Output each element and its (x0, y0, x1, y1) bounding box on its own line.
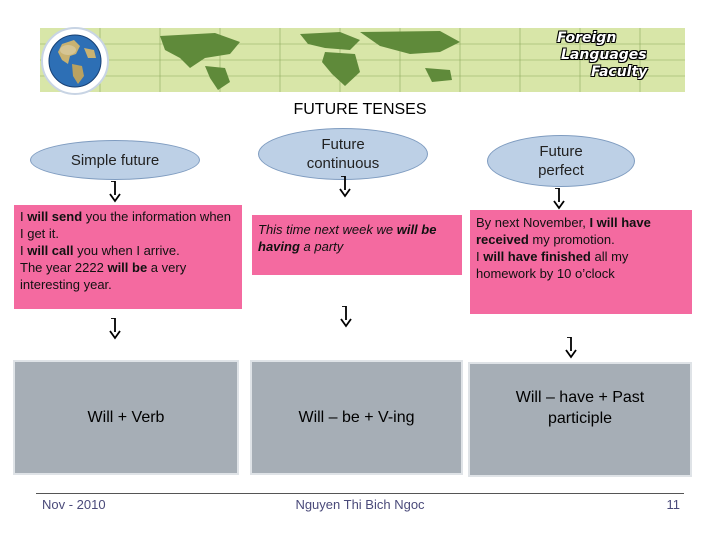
brand-line-1: Foreign (557, 30, 617, 46)
example-text: you when I arrive. (73, 243, 180, 258)
verb-phrase: I will have received (476, 215, 651, 247)
footer-page-number: 11 (666, 497, 681, 512)
verb-phrase: will call (27, 243, 74, 258)
globe-icon (41, 27, 109, 95)
faculty-logo-text: Foreign Languages Faculty (535, 30, 665, 81)
footer-divider (36, 493, 684, 494)
down-arrow-icon (553, 188, 565, 210)
example-text: By next November, (476, 215, 590, 230)
down-arrow-icon (340, 306, 352, 328)
header-banner: Foreign Languages Faculty (40, 28, 685, 92)
verb-phrase: will have finished (483, 249, 591, 264)
formula-text: Will – be + V-ing (298, 409, 415, 426)
down-arrow-icon (109, 318, 121, 340)
example-text: my promotion. (528, 232, 615, 247)
future-continuous-examples: This time next week we will be having a … (252, 215, 462, 275)
formula-text-line1: Will – have + Past (515, 388, 645, 406)
example-text: a very interesting year. (20, 260, 187, 292)
down-arrow-icon (109, 181, 121, 203)
footer-date: Nov - 2010 (42, 497, 106, 512)
simple-future-oval: Simple future (30, 140, 200, 180)
example-text: This time next week we (258, 222, 397, 237)
brand-line-2: Languages (561, 47, 647, 63)
simple-future-examples: I will send you the information when I g… (14, 205, 242, 309)
formula-text-line2: participle (547, 409, 613, 427)
verb-phrase: will be (107, 260, 148, 275)
example-text: I (20, 243, 28, 258)
future-perfect-oval: Future perfect (487, 135, 635, 187)
future-perfect-examples: By next November, I will have received m… (470, 210, 692, 314)
example-text: I (20, 209, 28, 224)
example-text: The year 2222 (20, 260, 108, 275)
footer-author: Nguyen Thi Bich Ngoc (295, 497, 425, 512)
world-map-image (40, 28, 685, 92)
brand-line-3: Faculty (591, 64, 648, 80)
oval-label-line1: Future (321, 136, 365, 153)
oval-label-line1: Future (539, 143, 583, 160)
verb-phrase: will send (27, 209, 83, 224)
page-title: FUTURE TENSES (293, 101, 427, 118)
example-text: I (476, 249, 484, 264)
down-arrow-icon (339, 176, 351, 198)
oval-label: Simple future (70, 151, 160, 169)
formula-text: Will + Verb (87, 409, 165, 426)
example-text: you the information when I get it. (20, 209, 232, 241)
future-perfect-formula: Will – have + Past participle (468, 362, 692, 477)
example-text: a party (299, 239, 344, 254)
down-arrow-icon (565, 337, 577, 359)
future-continuous-oval: Future continuous (258, 128, 428, 180)
example-text: all my homework by 10 o’clock (476, 249, 629, 281)
future-continuous-formula: Will – be + V-ing (250, 360, 463, 475)
oval-label-line2: perfect (538, 162, 584, 179)
verb-phrase: will be having (258, 222, 437, 254)
oval-label-line2: continuous (306, 155, 380, 172)
simple-future-formula: Will + Verb (13, 360, 239, 475)
